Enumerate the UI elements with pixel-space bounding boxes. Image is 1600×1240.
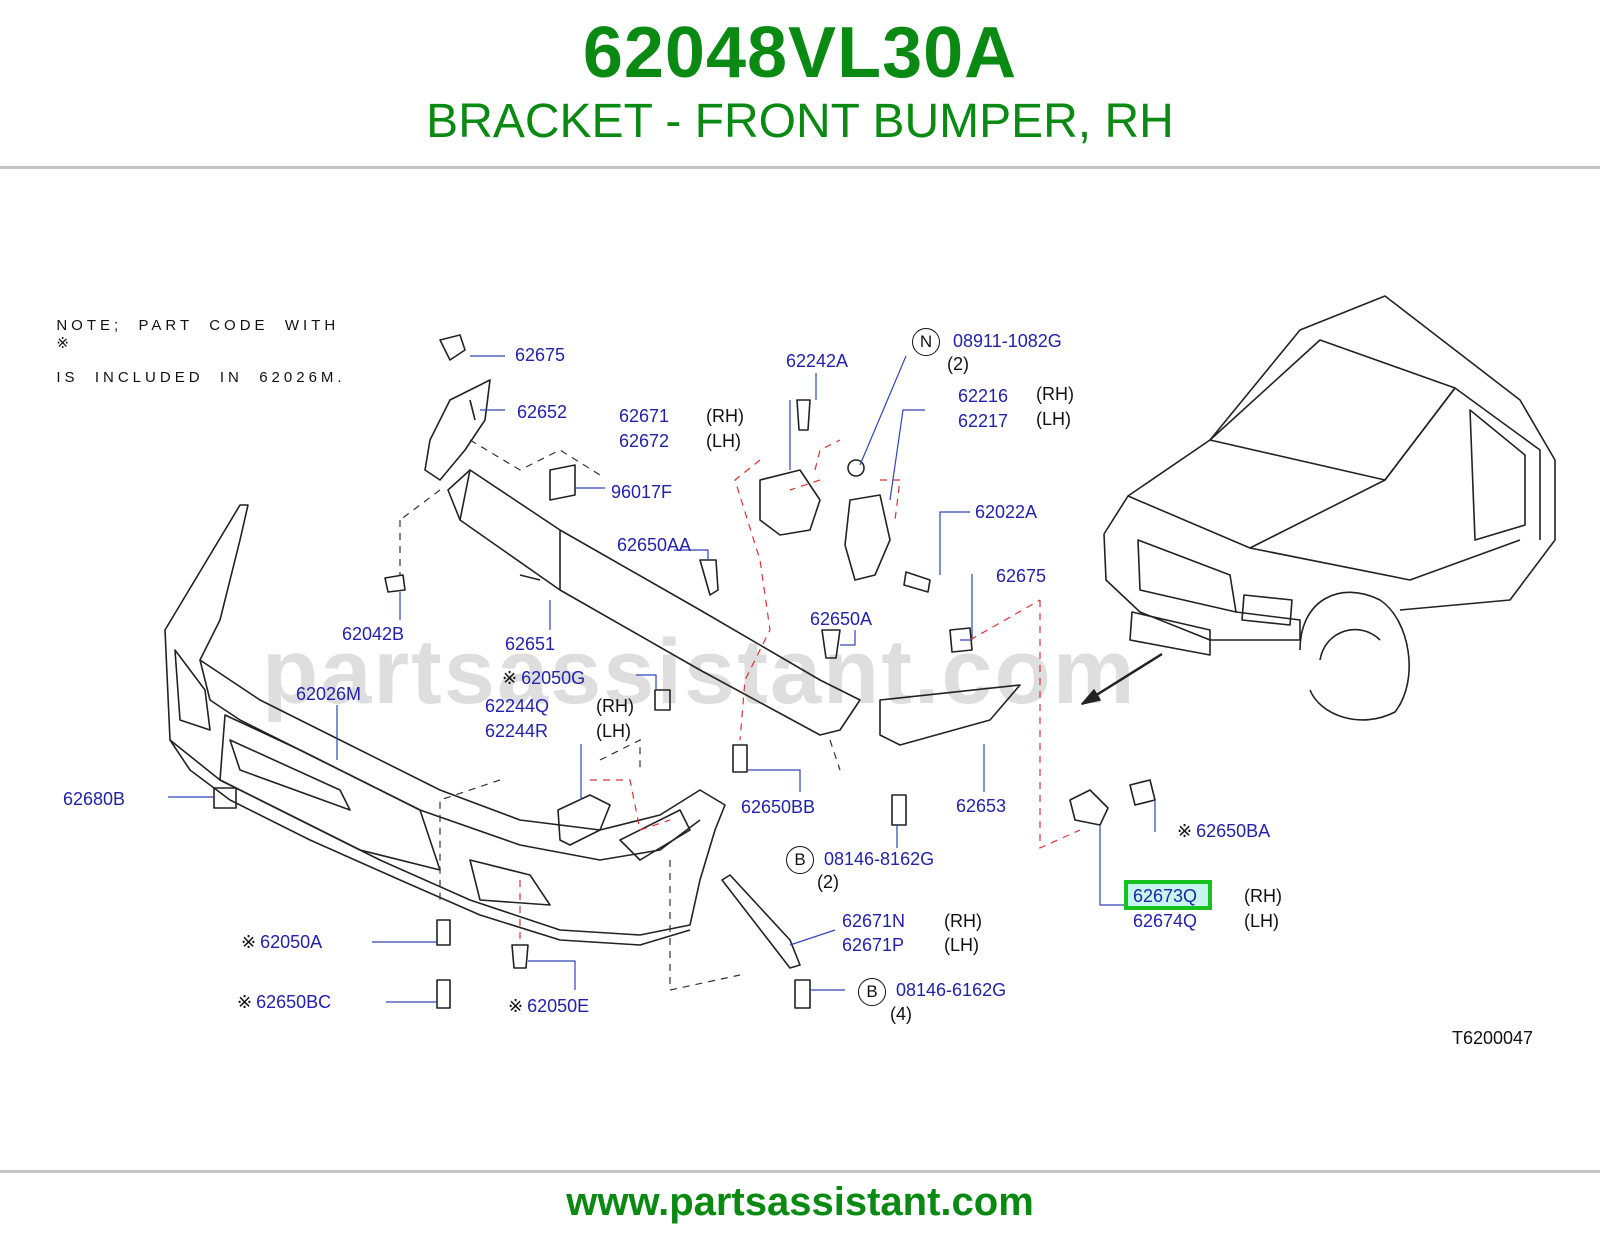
bumper-fascia xyxy=(164,504,726,946)
part-label-62026m[interactable]: 62026M xyxy=(296,684,362,704)
bolt-62650bc xyxy=(436,979,451,1009)
part-label-62671n[interactable]: 62671N xyxy=(842,911,906,931)
part-label-62650bb[interactable]: 62650BB xyxy=(741,797,816,817)
part-number-text: 62650BA xyxy=(1196,821,1271,841)
header-divider xyxy=(0,166,1600,169)
part-number-text: 62050A xyxy=(260,932,323,952)
vehicle-illustration xyxy=(1103,295,1556,721)
part-label-62674q[interactable]: 62674Q xyxy=(1133,911,1198,931)
footer-divider xyxy=(0,1170,1600,1173)
quantity-08146-8162g: (2) xyxy=(817,872,839,892)
part-label-62650aa[interactable]: 62650AA xyxy=(617,535,692,555)
part-label-62216[interactable]: 62216 xyxy=(958,386,1009,406)
bolt-62050a xyxy=(436,919,451,946)
side-rh-62216: (RH) xyxy=(1036,384,1074,404)
side-lh-62671p: (LH) xyxy=(944,935,979,955)
part-number-text: 62050G xyxy=(521,668,586,688)
nut-08911 xyxy=(847,459,865,477)
bracket-62216 xyxy=(844,494,891,581)
bumper-reinforcement xyxy=(447,469,861,736)
clip-62050e xyxy=(511,944,529,969)
bracket-62671 xyxy=(759,469,821,536)
part-label-62022a[interactable]: 62022A xyxy=(975,502,1038,522)
page-header: 62048VL30A BRACKET - FRONT BUMPER, RH xyxy=(0,0,1600,170)
bolt-08146-8162g xyxy=(891,794,907,826)
bolt-62650a xyxy=(821,629,841,659)
part-label-62244r[interactable]: 62244R xyxy=(485,721,549,741)
part-label-62042b[interactable]: 62042B xyxy=(342,624,405,644)
bolt-62650ba xyxy=(1129,779,1156,806)
part-label-62653[interactable]: 62653 xyxy=(956,796,1007,816)
part-label-62673q[interactable]: 62673Q xyxy=(1133,886,1198,906)
part-label-08146-6162g[interactable]: 08146-6162G xyxy=(896,980,1007,1000)
part-label-62050e[interactable]: ※62050E xyxy=(508,996,589,1016)
part-label-62680b[interactable]: 62680B xyxy=(63,789,126,809)
part-label-62675-right[interactable]: 62675 xyxy=(996,566,1047,586)
footer-website-link[interactable]: www.partsassistant.com xyxy=(566,1180,1034,1224)
note-suffix: IS INCLUDED IN 62026M. xyxy=(56,369,346,386)
quantity-08146-6162g: (4) xyxy=(890,1004,912,1024)
part-label-62217[interactable]: 62217 xyxy=(958,411,1009,431)
side-rh-62244q: (RH) xyxy=(596,696,634,716)
side-lh-62674q: (LH) xyxy=(1244,911,1279,931)
clip-96017f xyxy=(549,464,576,501)
part-label-62672[interactable]: 62672 xyxy=(619,431,670,451)
asterisk-symbol: ※ xyxy=(241,932,257,952)
part-label-62650bc[interactable]: ※62650BC xyxy=(237,992,331,1012)
side-lh-62672: (LH) xyxy=(706,431,741,451)
note-text: NOTE; PART CODE WITH ※ IS INCLUDED IN 62… xyxy=(40,300,346,386)
part-label-08146-8162g[interactable]: 08146-8162G xyxy=(824,849,935,869)
side-rh-62671n: (RH) xyxy=(944,911,982,931)
part-label-62050a[interactable]: ※62050A xyxy=(241,932,322,952)
bracket-62673q xyxy=(1069,789,1109,826)
diagram-reference-code: T6200047 xyxy=(1452,1028,1534,1048)
stay-rod-62671n xyxy=(721,874,801,969)
part-label-96017f[interactable]: 96017F xyxy=(611,482,673,502)
part-description: BRACKET - FRONT BUMPER, RH xyxy=(426,95,1174,148)
part-label-62650ba[interactable]: ※62650BA xyxy=(1177,821,1270,841)
bumper-corner-62653 xyxy=(879,684,1021,746)
circle-b-marker: B xyxy=(858,978,886,1006)
part-label-62242a[interactable]: 62242A xyxy=(786,351,849,371)
part-label-62671[interactable]: 62671 xyxy=(619,406,670,426)
bracket-62675-right xyxy=(949,627,973,653)
side-lh-62217: (LH) xyxy=(1036,409,1071,429)
note-prefix: NOTE; PART CODE WITH xyxy=(56,317,340,334)
nut-62042b xyxy=(384,574,406,593)
watermark: partsassistant.com xyxy=(262,621,1137,723)
clip-62680b xyxy=(213,787,237,809)
side-rh-62671: (RH) xyxy=(706,406,744,426)
part-number-text: 62050E xyxy=(527,996,590,1016)
side-rh-62673q: (RH) xyxy=(1244,886,1282,906)
quantity-08911: (2) xyxy=(947,354,969,374)
bolt-62242a xyxy=(796,399,811,431)
bolt-62650aa xyxy=(699,559,719,596)
highlighted-part-box xyxy=(1124,880,1212,910)
bolt-62650bb xyxy=(732,744,748,773)
part-label-62050g[interactable]: ※62050G xyxy=(502,668,585,688)
circle-b-marker: B xyxy=(786,846,814,874)
asterisk-symbol: ※ xyxy=(1177,821,1193,841)
asterisk-symbol: ※ xyxy=(502,668,518,688)
circle-n-marker: N xyxy=(912,328,940,356)
part-label-62651[interactable]: 62651 xyxy=(505,634,556,654)
part-number-text: 62650BC xyxy=(256,992,332,1012)
part-label-62244q[interactable]: 62244Q xyxy=(485,696,550,716)
left-side-bracket xyxy=(424,334,491,481)
bolt-62022a xyxy=(903,571,931,593)
part-label-62675-top[interactable]: 62675 xyxy=(515,345,566,365)
part-label-62650a[interactable]: 62650A xyxy=(810,609,873,629)
asterisk-symbol: ※ xyxy=(508,996,524,1016)
part-number-title: 62048VL30A xyxy=(582,13,1018,93)
asterisk-symbol: ※ xyxy=(237,992,253,1012)
part-label-62652[interactable]: 62652 xyxy=(517,402,568,422)
bolt-08146-6162g xyxy=(794,979,811,1009)
side-lh-62244r: (LH) xyxy=(596,721,631,741)
note-symbol: ※ xyxy=(56,335,73,352)
part-label-62671p[interactable]: 62671P xyxy=(842,935,905,955)
bracket-62244q xyxy=(557,794,611,846)
clip-62050g xyxy=(654,689,671,711)
part-label-08911-1082g[interactable]: 08911-1082G xyxy=(953,331,1062,351)
